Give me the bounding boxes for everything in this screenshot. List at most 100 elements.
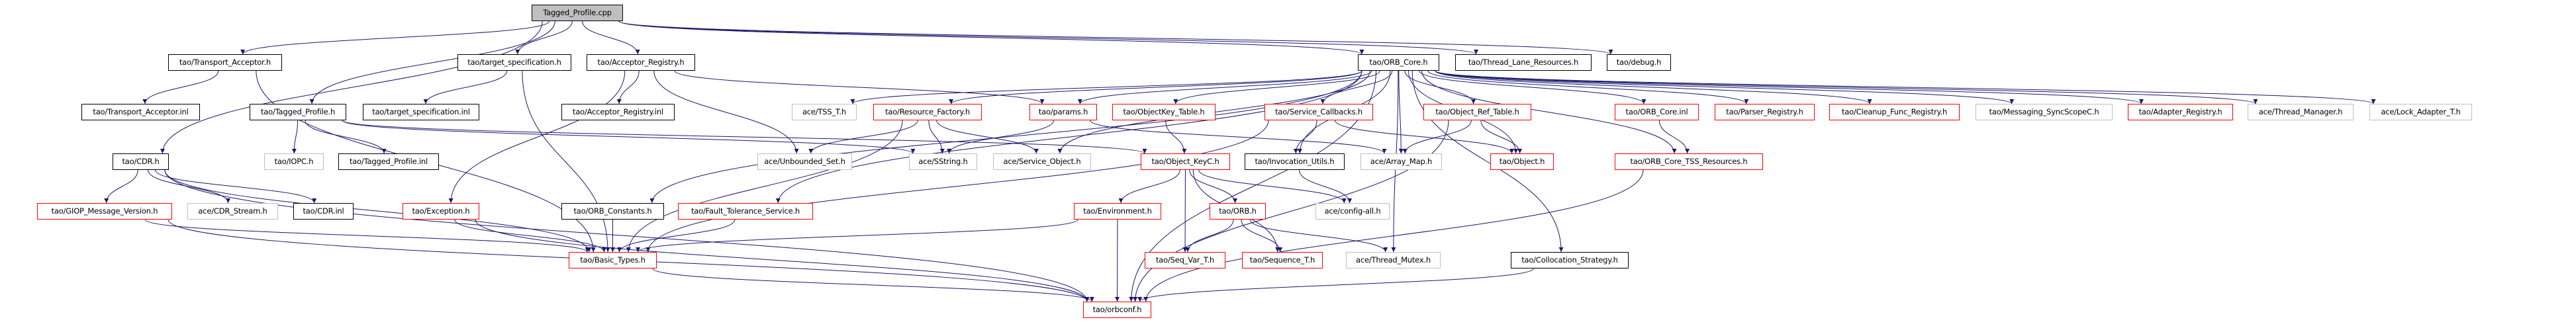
node-orb-core-tss-h[interactable]: tao/ORB_Core_TSS_Resources.h (1615, 153, 1763, 170)
edge-orb-core-h-to-orb-constants-h (649, 70, 1362, 204)
edge-invocation-utils-h-to-config-all-h (1299, 169, 1353, 204)
edge-acceptor-registry-h-to-params-h (674, 70, 1045, 104)
edge-cpp-to-tagged-profile-h (309, 21, 555, 104)
edge-giop-msg-version-h-to-basic-types-h (144, 219, 590, 253)
node-basic-types-h[interactable]: tao/Basic_Types.h (569, 252, 657, 268)
node-config-all-h[interactable]: ace/config-all.h (1315, 203, 1390, 220)
node-service-callbacks-h[interactable]: tao/Service_Callbacks.h (1264, 104, 1373, 120)
edge-tagged-profile-h-to-object-keyc-h (342, 120, 1147, 154)
node-thread-manager-h[interactable]: ace/Thread_Manager.h (2248, 104, 2354, 120)
node-sequence-t-h[interactable]: tao/Sequence_T.h (1242, 252, 1323, 268)
node-object-ref-table-h[interactable]: tao/Object_Ref_Table.h (1423, 104, 1531, 120)
node-orb-constants-h[interactable]: tao/ORB_Constants.h (561, 203, 664, 220)
node-invocation-utils-h[interactable]: tao/Invocation_Utils.h (1245, 153, 1345, 170)
edge-environment-h-to-basic-types-h (636, 219, 1078, 253)
edge-orb-core-h-to-collocation-strategy-h (1411, 70, 1564, 253)
node-cleanup-func-registry-h[interactable]: tao/Cleanup_Func_Registry.h (1829, 104, 1960, 120)
edge-fault-tolerance-h-to-basic-types-h (617, 219, 736, 253)
node-target-spec-inl[interactable]: tao/target_specification.inl (363, 104, 479, 120)
node-iopc-h[interactable]: tao/IOPC.h (264, 153, 324, 170)
node-acceptor-registry-inl[interactable]: tao/Acceptor_Registry.inl (561, 104, 675, 120)
node-transport-acceptor-inl[interactable]: tao/Transport_Acceptor.inl (81, 104, 200, 120)
edge-resource-factory-h-to-service-object-h (936, 120, 1039, 154)
node-collocation-strategy-h[interactable]: tao/Collocation_Strategy.h (1511, 252, 1629, 268)
node-array-map-h[interactable]: ace/Array_Map.h (1360, 153, 1442, 170)
edge-orb-core-inl-to-orb-core-tss-h (1658, 120, 1690, 154)
edge-orb-core-h-to-cleanup-func-registry-h (1435, 70, 1872, 104)
edge-orb-core-h-to-objectkey-table-h (1173, 70, 1380, 104)
node-cdr-inl[interactable]: tao/CDR.inl (293, 203, 354, 220)
node-adapter-registry-h[interactable]: tao/Adapter_Registry.h (2128, 104, 2233, 120)
edge-service-callbacks-h-to-object-h (1335, 120, 1515, 154)
node-giop-msg-version-h[interactable]: tao/GIOP_Message_Version.h (37, 203, 172, 220)
edge-orb-core-h-to-messaging-syncscopec-h (1435, 70, 2015, 104)
edge-target-spec-h-to-basic-types-h (522, 70, 610, 253)
node-unbounded-set-h[interactable]: ace/Unbounded_Set.h (757, 153, 852, 170)
edge-orb-core-h-to-orb-core-tss-h (1421, 70, 1677, 154)
node-cdr-stream-h[interactable]: ace/CDR_Stream.h (187, 203, 278, 220)
node-parser-registry-h[interactable]: tao/Parser_Registry.h (1715, 104, 1815, 120)
node-tagged-profile-h[interactable]: tao/Tagged_Profile.h (250, 104, 346, 120)
node-seq-var-t-h[interactable]: tao/Seq_Var_T.h (1145, 252, 1225, 268)
edge-acceptor-registry-h-to-unbounded-set-h (653, 70, 799, 154)
node-orb-core-h[interactable]: tao/ORB_Core.h (1358, 54, 1439, 71)
edge-cpp-to-transport-acceptor-h (240, 21, 549, 55)
node-orb-h[interactable]: tao/ORB.h (1210, 203, 1266, 220)
edge-object-ref-table-h-to-orbconf-h (1133, 120, 1449, 302)
edge-transport-acceptor-h-to-transport-acceptor-inl (142, 70, 219, 104)
edge-object-keyc-h-to-orb-h (1189, 169, 1238, 204)
edge-object-ref-table-h-to-array-map-h (1402, 120, 1472, 154)
edge-orb-core-h-to-fault-tolerance-h (775, 70, 1362, 204)
edge-orb-h-to-sequence-t-h (1241, 219, 1283, 253)
node-thread-lane-h[interactable]: tao/Thread_Lane_Resources.h (1455, 54, 1592, 71)
node-resource-factory-h[interactable]: tao/Resource_Factory.h (873, 104, 982, 120)
edge-service-callbacks-h-to-basic-types-h (645, 120, 1269, 253)
node-acceptor-registry-h[interactable]: tao/Acceptor_Registry.h (587, 54, 695, 71)
node-cpp[interactable]: Tagged_Profile.cpp (532, 5, 623, 21)
edge-orb-core-h-to-lock-adapter-t-h (1435, 70, 2376, 104)
node-object-keyc-h[interactable]: tao/Object_KeyC.h (1141, 153, 1230, 170)
node-environment-h[interactable]: tao/Environment.h (1074, 203, 1161, 220)
node-orbconf-h[interactable]: tao/orbconf.h (1083, 302, 1151, 318)
node-tss-t-h[interactable]: ace/TSS_T.h (792, 104, 857, 120)
edge-tagged-profile-h-to-tagged-profile-inl (305, 120, 387, 154)
node-transport-acceptor-h[interactable]: tao/Transport_Acceptor.h (168, 54, 282, 71)
node-messaging-syncscopec-h[interactable]: tao/Messaging_SyncScopeC.h (1976, 104, 2113, 120)
node-debug-h[interactable]: tao/debug.h (1607, 54, 1671, 71)
edge-orb-core-h-to-params-h (1077, 70, 1372, 104)
node-sstring-h[interactable]: ace/SString.h (909, 153, 977, 170)
edge-exception-h-to-orbconf-h (475, 219, 1090, 302)
node-thread-mutex-h[interactable]: ace/Thread_Mutex.h (1346, 252, 1441, 268)
node-tagged-profile-inl[interactable]: tao/Tagged_Profile.inl (338, 153, 439, 170)
node-target-spec-h[interactable]: tao/target_specification.h (457, 54, 571, 71)
edge-object-keyc-h-to-config-all-h (1198, 169, 1347, 204)
edge-object-keyc-h-to-environment-h (1118, 169, 1180, 204)
node-orb-core-inl[interactable]: tao/ORB_Core.inl (1615, 104, 1699, 120)
edge-cpp-to-acceptor-registry-h (582, 21, 640, 55)
node-cdr-h[interactable]: tao/CDR.h (113, 153, 169, 170)
edge-orb-core-h-to-orb-core-inl (1419, 70, 1646, 104)
edge-basic-types-h-to-orbconf-h (652, 268, 1094, 302)
edge-orb-core-h-to-resource-factory-h (949, 70, 1362, 104)
node-params-h[interactable]: tao/params.h (1029, 104, 1097, 120)
edge-cpp-to-debug-h (618, 21, 1613, 55)
edge-object-ref-table-h-to-object-h (1480, 120, 1523, 154)
edge-cdr-h-to-orbconf-h (164, 169, 1090, 302)
edge-params-h-to-array-map-h (1090, 120, 1387, 154)
edge-orb-h-to-thread-mutex-h (1249, 219, 1388, 253)
node-objectkey-table-h[interactable]: tao/ObjectKey_Table.h (1112, 104, 1216, 120)
node-service-object-h[interactable]: ace/Service_Object.h (993, 153, 1091, 170)
edge-cdr-h-to-basic-types-h (164, 169, 592, 253)
node-lock-adapter-t-h[interactable]: ace/Lock_Adapter_T.h (2369, 104, 2472, 120)
edge-orb-core-h-to-array-map-h (1398, 70, 1404, 154)
edge-cpp-to-target-spec-h (515, 21, 573, 55)
edge-cpp-to-thread-lane-h (618, 21, 1478, 55)
node-fault-tolerance-h[interactable]: tao/Fault_Tolerance_Service.h (678, 203, 813, 220)
edge-orb-core-h-to-service-callbacks-h (1320, 70, 1393, 104)
edge-orb-core-h-to-parser-registry-h (1427, 70, 1749, 104)
edge-cdr-h-to-giop-msg-version-h (104, 169, 138, 204)
node-object-h[interactable]: tao/Object.h (1490, 153, 1554, 170)
node-exception-h[interactable]: tao/Exception.h (403, 203, 479, 220)
